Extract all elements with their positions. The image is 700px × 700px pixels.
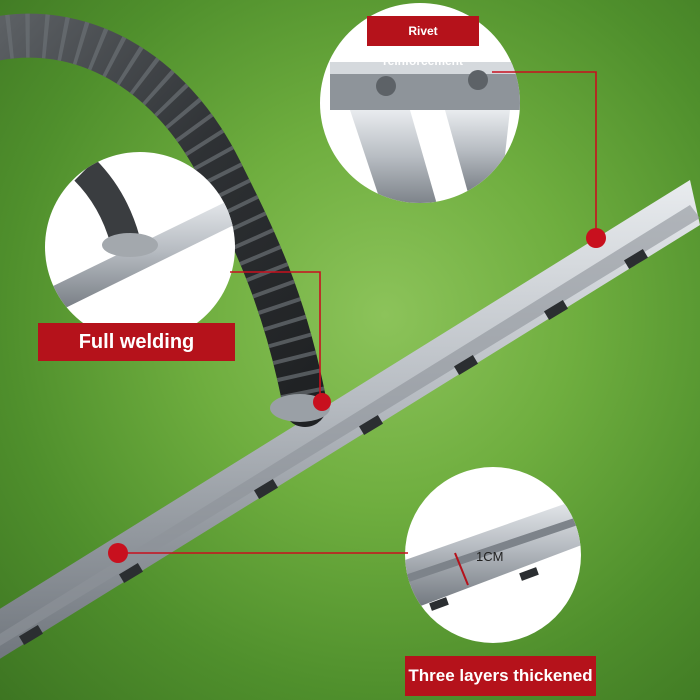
marker-weld <box>313 393 331 411</box>
marker-dots <box>108 228 606 563</box>
marker-rivet <box>586 228 606 248</box>
three-layers-label: Three layers thickened <box>405 656 596 696</box>
callout-weld-circle <box>45 152 235 342</box>
rivet-reinforcement-label: Rivet reinforcement <box>367 16 479 68</box>
rake-bar <box>0 180 700 659</box>
callout-layers-circle <box>405 467 581 643</box>
full-welding-label: Full welding <box>38 323 235 361</box>
callout-lines <box>118 71 597 554</box>
thickness-measurement: 1CM <box>476 549 504 564</box>
marker-layers <box>108 543 128 563</box>
callout-rivet-circle <box>320 3 520 203</box>
